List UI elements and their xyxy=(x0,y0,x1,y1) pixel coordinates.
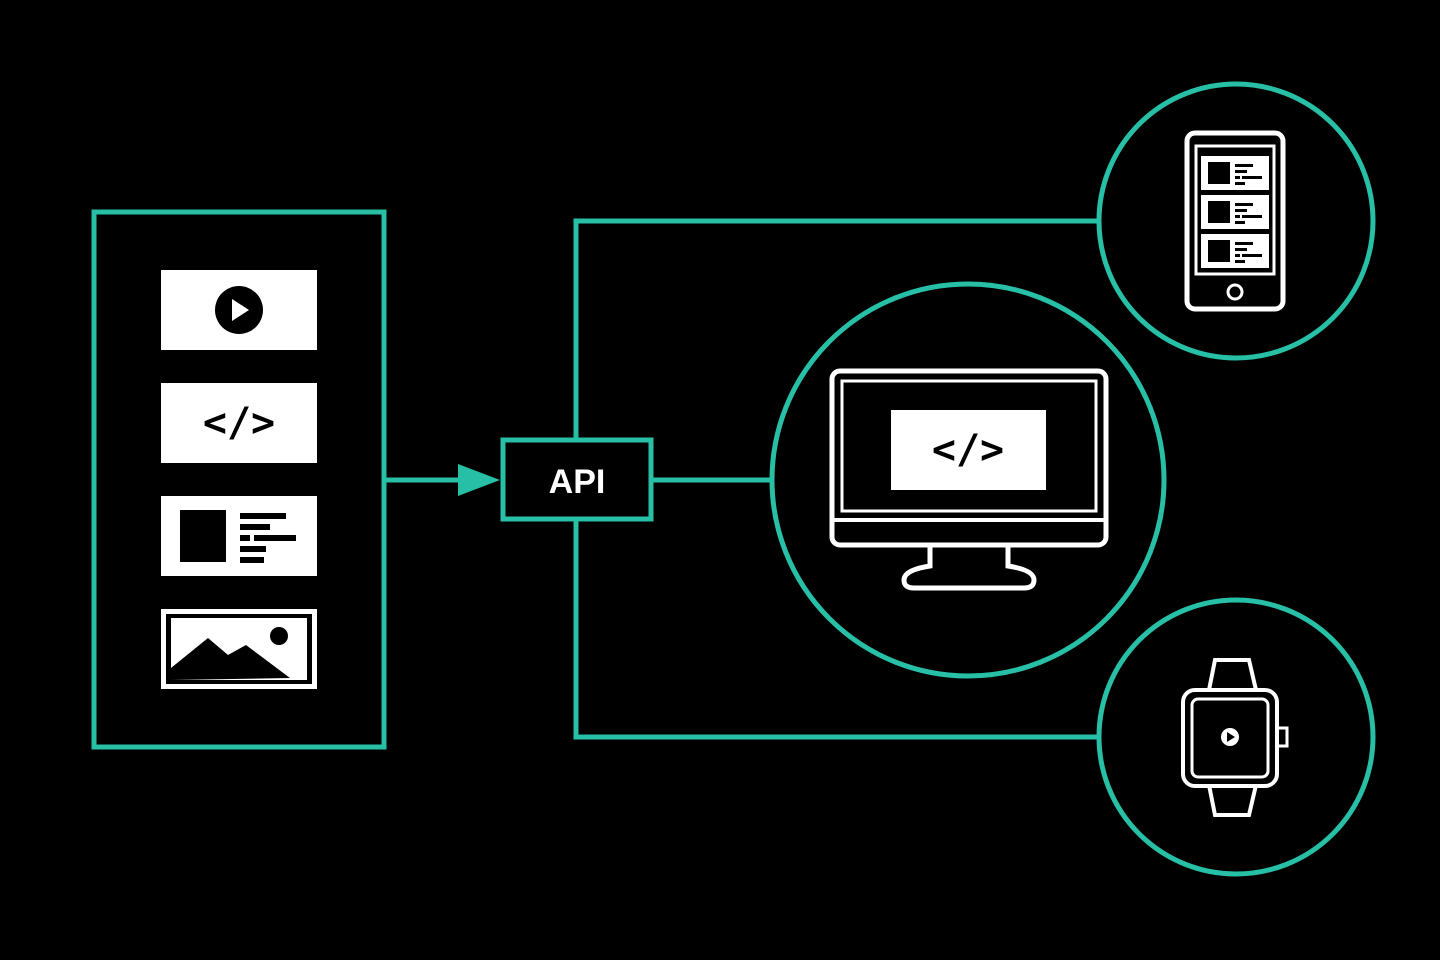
arrow-head xyxy=(458,464,500,496)
api-box: API xyxy=(500,437,654,522)
content-block-image xyxy=(161,609,317,689)
content-block-code: </> xyxy=(161,383,317,463)
mobile-device xyxy=(1096,81,1376,361)
desktop-monitor-icon: </> xyxy=(829,368,1109,591)
play-icon xyxy=(215,286,263,334)
content-panel xyxy=(91,209,387,750)
content-block-video xyxy=(161,270,317,350)
connector-lines xyxy=(386,218,1100,740)
api-to-watch-line xyxy=(573,521,1100,740)
content-block-article xyxy=(161,496,317,576)
desktop-device: </> xyxy=(769,281,1167,679)
api-label: API xyxy=(549,463,606,501)
api-to-mobile-line xyxy=(573,218,1100,439)
mobile-phone-icon xyxy=(1184,130,1286,312)
smartwatch-icon xyxy=(1181,658,1289,817)
image-icon xyxy=(166,614,312,684)
desktop-screen-code-icon: </> xyxy=(932,427,1004,473)
article-icon xyxy=(180,510,296,563)
code-icon: </> xyxy=(203,400,275,446)
watch-device xyxy=(1096,597,1376,877)
